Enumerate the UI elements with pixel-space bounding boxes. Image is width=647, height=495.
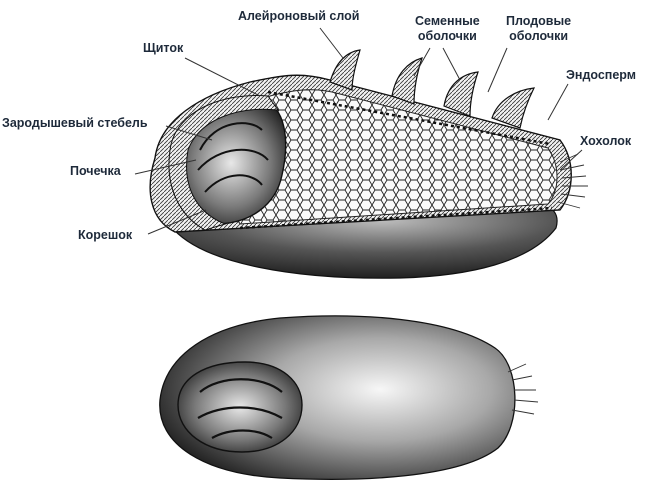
label-bud: Почечка [70,164,121,179]
leader-endosperm [548,84,568,120]
label-seed-coats: Семенные оболочки [415,14,480,44]
label-aleurone-layer: Алейроновый слой [238,9,359,24]
coat-flap-3 [444,72,478,116]
section-drawing [150,50,588,278]
leader-fruit-coats [488,48,507,92]
coat-flap-4 [492,88,534,128]
coat-flap-2 [392,58,422,104]
label-endosperm: Эндосперм [566,68,636,83]
whole-grain-drawing [160,316,538,479]
label-scutellum: Щиток [143,41,183,56]
coat-flap-1 [330,50,360,90]
label-tuft: Хохолок [580,134,631,149]
leader-aleurone [320,28,343,58]
leader-seed-coats [414,48,460,80]
label-rootlet: Корешок [78,228,132,243]
label-fruit-coats: Плодовые оболочки [506,14,571,44]
label-embryo-stem: Зародышевый стебель [2,116,148,131]
